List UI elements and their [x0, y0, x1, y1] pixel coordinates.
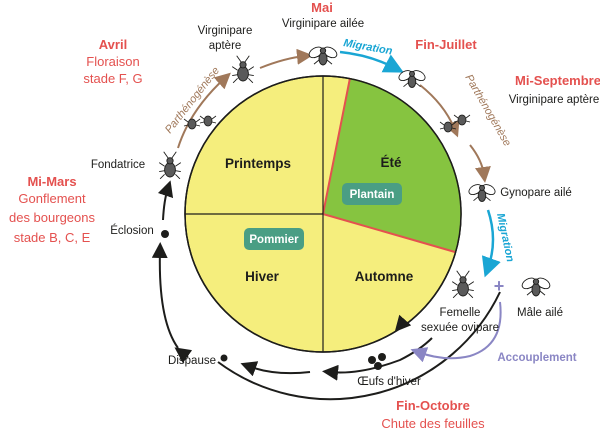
arrow-to-eclosion	[151, 242, 179, 349]
plus-sign: +	[494, 276, 505, 296]
mimars-sub3: stade B, C, E	[14, 230, 91, 245]
eclosion-label: Éclosion	[110, 224, 153, 237]
male-aile-icon	[519, 275, 553, 297]
svg-text:Plantain: Plantain	[350, 189, 395, 201]
eclosion-dot	[161, 230, 169, 238]
season-hiver: Hiver	[245, 269, 280, 284]
migrant-aphid-icon	[396, 68, 428, 88]
arrow-to-oeufs	[322, 337, 433, 381]
dispause-dot	[220, 354, 228, 362]
fondatrice-label: Fondatrice	[91, 159, 145, 171]
migration-right-label: Migration	[494, 212, 516, 263]
arrow-to-dispause	[240, 361, 311, 377]
virginipare-aptere-label-2: aptère	[209, 40, 242, 52]
plantain-badge: Plantain	[342, 183, 402, 205]
femelle-label-1: Femelle	[440, 307, 481, 319]
small-aphid-icon	[453, 114, 471, 126]
finoctobre-subtitle: Chute des feuilles	[381, 416, 485, 431]
oeufs-hiver-icon	[368, 353, 386, 370]
virginipare-ailee-icon	[306, 44, 340, 66]
femelle-label-2: sexuée ovipare	[421, 322, 499, 334]
ete-plantain-sector	[323, 78, 461, 252]
virginipare-aptere-label-1: Virginipare	[198, 25, 253, 37]
pommier-badge: Pommier	[244, 228, 304, 250]
arrow-to-fondatrice	[157, 180, 174, 221]
arc-accouplement	[410, 301, 502, 363]
avril-sub2: stade F, G	[83, 71, 142, 86]
finoctobre-title: Fin-Octobre	[396, 398, 470, 413]
dispause-label: Dispause	[168, 355, 216, 367]
arc-migration-right	[481, 209, 501, 278]
mai-subtitle: Virginipare ailée	[282, 18, 364, 30]
cycle-arc-autumn-winter	[217, 291, 501, 401]
arc-migration-top	[339, 50, 404, 73]
season-printemps: Printemps	[225, 156, 291, 171]
avril-sub1: Floraison	[86, 54, 139, 69]
arc-parthenogenese-right	[419, 84, 460, 138]
accouplement-label: Accouplement	[497, 352, 576, 364]
oeufs-label: Œufs d'hiver	[357, 376, 421, 388]
avril-title: Avril	[99, 37, 127, 52]
fondatrice-icon	[158, 151, 182, 180]
gynopare-aile-icon	[466, 182, 498, 202]
arc-parthenogenese-left	[177, 72, 231, 149]
miseptembre-subtitle: Virginipare aptère	[509, 94, 600, 106]
finjuillet-title: Fin-Juillet	[415, 37, 477, 52]
small-aphid-icon	[199, 115, 217, 127]
season-automne: Automne	[355, 269, 414, 284]
svg-text:Pommier: Pommier	[249, 234, 299, 246]
virginipare-aptere-icon	[231, 55, 255, 84]
mimars-sub1: Gonflement	[18, 191, 86, 206]
arc-to-gynopare	[469, 144, 491, 183]
mimars-title: Mi-Mars	[27, 174, 76, 189]
parthenogenese-right-label: Parthénogénèse	[462, 73, 513, 149]
gynopare-label: Gynopare ailé	[500, 187, 572, 199]
male-label: Mâle ailé	[517, 307, 563, 319]
miseptembre-title: Mi-Septembre	[515, 73, 600, 88]
mai-title: Mai	[311, 0, 333, 15]
mimars-sub2: des bourgeons	[9, 210, 96, 225]
arc-to-mai	[259, 48, 313, 69]
season-pie	[184, 75, 462, 353]
season-ete: Été	[380, 155, 402, 170]
femelle-ovipare-icon	[451, 270, 475, 299]
